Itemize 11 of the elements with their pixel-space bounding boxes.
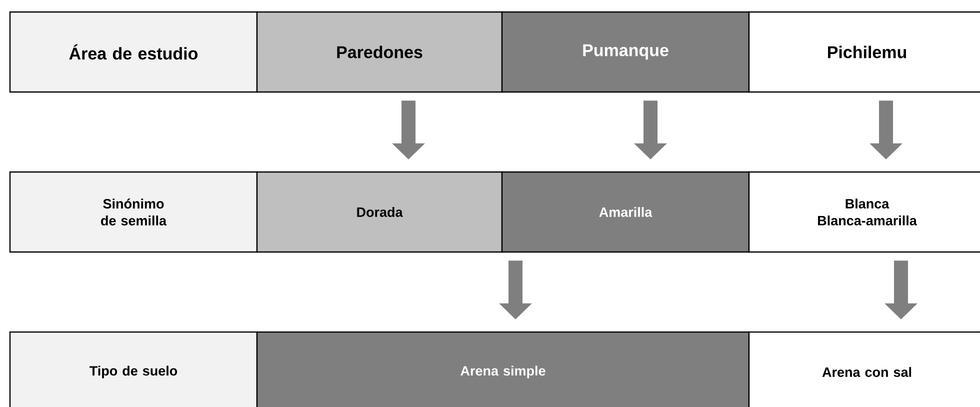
table-cell: Dorada [256,171,503,253]
table-cell: Paredones [256,11,503,93]
table-cell: Pichilemu [748,11,980,93]
table-cell: Arena con sal [748,331,980,407]
table-cell: Sinónimo de semilla [9,171,258,253]
table-cell: Blanca Blanca-amarilla [748,171,980,253]
table-cell: Arena simple [256,331,750,407]
table-cell: Área de estudio [9,11,258,93]
table-cell: Pumanque [501,11,750,93]
table-cell: Amarilla [501,171,750,253]
table-cell: Tipo de suelo [9,331,258,407]
